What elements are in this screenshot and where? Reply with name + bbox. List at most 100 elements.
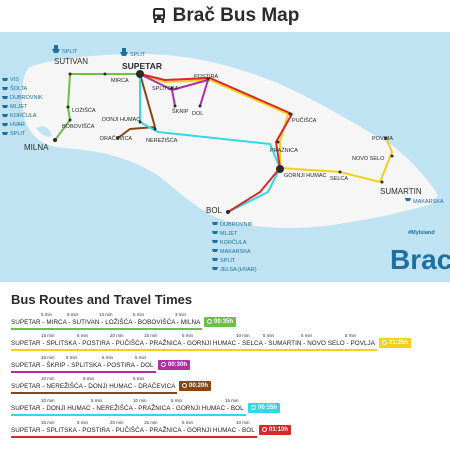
- header: Brač Bus Map: [0, 0, 450, 32]
- milna-ferry-0: VIS: [10, 77, 19, 83]
- clock-icon: [382, 340, 387, 345]
- route-line-green: [54, 73, 141, 141]
- ferry-icon: [212, 267, 218, 270]
- route-row: SUPETAR - NEREŽIŠĆA - DONJI HUMAC - DRAČ…: [0, 376, 450, 398]
- segment-time: 5 min: [67, 312, 79, 317]
- ferry-icon: [405, 198, 411, 201]
- town-label-donji-humac: DONJI HUMAC: [102, 117, 140, 123]
- segment-time: 5 min: [77, 420, 89, 425]
- milna-ferry-2: DUBROVNIK: [10, 95, 43, 101]
- ferry-label-supetar-split: SPLIT: [130, 52, 146, 58]
- clock-icon: [207, 319, 212, 324]
- town-label-mirca: MIRCA: [111, 78, 129, 84]
- town-label-milna: MILNA: [24, 143, 49, 152]
- stop-povlja: [384, 136, 388, 140]
- segment-time: 3 min: [175, 312, 187, 317]
- clock-icon: [182, 383, 187, 388]
- town-label-praznica: PRAŽNICA: [270, 146, 298, 154]
- town-label-pucisca: PUČIŠĆA: [292, 117, 317, 124]
- route-total-time: 01:35h: [389, 340, 409, 346]
- route-total-badge: 00:30h: [158, 360, 191, 370]
- town-label-selca: SELCA: [330, 176, 348, 182]
- ferry-icon: [212, 240, 218, 243]
- town-label-sumartin: SUMARTIN: [380, 187, 422, 196]
- segment-time: 10 min: [41, 398, 55, 403]
- town-label-sutivan: SUTIVAN: [54, 57, 88, 66]
- route-row: SUPETAR - MIRCA - SUTIVAN - LOŽIŠĆA - BO…: [0, 312, 450, 334]
- stop-sutivan: [68, 72, 72, 76]
- milna-ferry-3: MLJET: [10, 104, 28, 110]
- segment-time: 10 min: [236, 420, 250, 425]
- logo-text: Brac: [390, 244, 450, 275]
- map: SUTIVAN SUPETAR MIRCA SPLITSKA POSTIRA Š…: [0, 32, 450, 282]
- segment-time: 5 min: [182, 333, 194, 338]
- route-times: 10 min 5 min 5 min: [0, 376, 450, 384]
- segment-time: 5 min: [102, 355, 114, 360]
- ferry-icon: [2, 96, 8, 99]
- segment-time: 5 min: [182, 420, 194, 425]
- stop-donji-humac: [138, 120, 142, 124]
- ferry-icon: [2, 78, 8, 81]
- segment-time: 20 min: [110, 333, 124, 338]
- bol-ferry-4: SPLIT: [220, 258, 236, 264]
- segment-time: 5 min: [133, 376, 145, 381]
- route-total-time: 01:10h: [269, 427, 289, 433]
- island-coast-notch: [36, 126, 52, 137]
- town-label-lozisca: LOŽIŠĆA: [72, 106, 96, 114]
- segment-time: 15 min: [144, 333, 158, 338]
- segment-time: 5 min: [133, 312, 145, 317]
- route-stops: SUPETAR - MIRCA - SUTIVAN - LOŽIŠĆA - BO…: [11, 319, 201, 326]
- bol-ferry-5: JELSA (HVAR): [220, 267, 257, 273]
- segment-time: 5 min: [301, 333, 313, 338]
- route-total-badge: 00:55h: [248, 403, 281, 413]
- segment-time: 10 min: [133, 398, 147, 403]
- clock-icon: [262, 427, 267, 432]
- route-line-red: [139, 73, 293, 213]
- milna-ferry-1: ŠOLTA: [10, 85, 28, 92]
- town-label-nerezisca: NEREŽIŠĆA: [146, 136, 178, 144]
- route-row: SUPETAR - SPLITSKA - POSTIRA - PUČIŠĆA -…: [0, 420, 450, 442]
- route-times: 15 min 5 min 20 min 15 min 5 min 10 min: [0, 420, 450, 428]
- route-color-line: [11, 436, 257, 438]
- route-line-brown: [117, 73, 156, 139]
- ferry-icon: [2, 114, 8, 117]
- route-color-line: [11, 392, 177, 394]
- segment-time: 5 min: [83, 376, 95, 381]
- stop-dracevica: [116, 136, 120, 140]
- stop-bobovisca: [68, 118, 72, 122]
- town-label-skrip: ŠKRIP: [172, 108, 189, 115]
- segment-time: 15 min: [41, 333, 55, 338]
- route-color-line: [11, 328, 202, 330]
- segment-time: 20 min: [110, 420, 124, 425]
- island-land: [22, 54, 438, 228]
- segment-time: 5 min: [345, 333, 357, 338]
- route-stops: SUPETAR - ŠKRIP - SPLITSKA - POSTIRA - D…: [11, 362, 154, 369]
- town-label-bobovisca: BOBOVIŠĆA: [62, 123, 95, 130]
- route-total-time: 00:35h: [214, 319, 234, 325]
- segment-time: 5 min: [66, 355, 78, 360]
- stop-dol: [198, 104, 202, 108]
- segment-time: 15 min: [41, 420, 55, 425]
- route-total-badge: 01:35h: [379, 338, 412, 348]
- stop-pucisca: [288, 112, 292, 116]
- segment-time: 10 min: [41, 376, 55, 381]
- route-stops: SUPETAR - SPLITSKA - POSTIRA - PUČIŠĆA -…: [11, 427, 255, 434]
- town-label-novo-selo: NOVO SELO: [352, 156, 385, 162]
- milna-ferry-5: HVAR: [10, 122, 25, 128]
- ferry-icon: [212, 249, 218, 252]
- milna-ferry-6: SPLIT: [10, 131, 26, 137]
- segment-time: 15 min: [41, 355, 55, 360]
- clock-icon: [251, 405, 256, 410]
- bol-ferry-3: MAKARSKA: [220, 249, 251, 255]
- segment-time: 15 min: [144, 420, 158, 425]
- logo-tag: #MyIsland: [408, 230, 435, 236]
- stop-nerezisca: [153, 127, 157, 131]
- title-text: Brač Bus Map: [172, 5, 300, 26]
- milna-ferry-4: KORČULA: [10, 112, 37, 119]
- page-title: Brač Bus Map: [0, 5, 450, 30]
- ferry-label-makarska: MAKARSKA: [413, 199, 444, 205]
- ferry-icon: [212, 231, 218, 234]
